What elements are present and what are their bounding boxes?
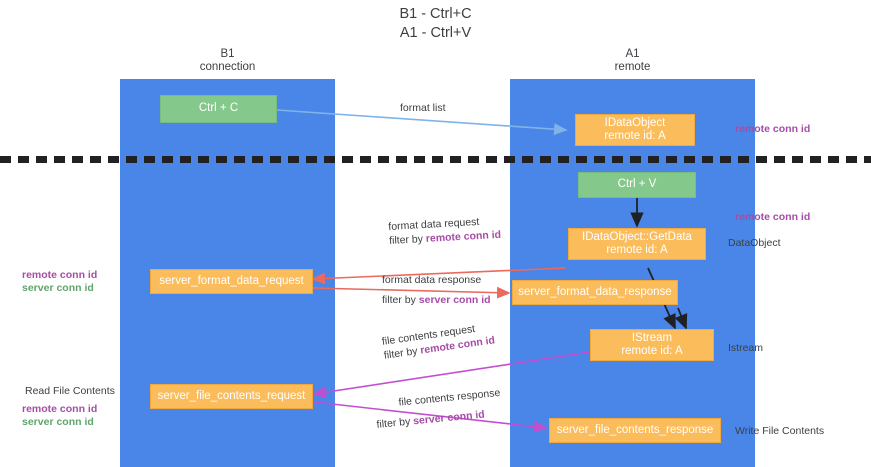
node-server-file-contents-request-label: server_file_contents_request — [157, 389, 306, 402]
annotation-server-conn-id-1: server conn id — [22, 282, 94, 294]
edge-label-file-contents-request: file contents request filter by remote c… — [381, 319, 496, 362]
annotation-istream: Istream — [728, 342, 764, 354]
right-lane-title-line-2: remote — [614, 61, 651, 73]
node-server-file-contents-request[interactable]: server_file_contents_request — [150, 384, 313, 409]
annotation-remote-conn-id-mid: remote conn id — [735, 211, 811, 223]
filter-key-remote-conn-id: remote conn id — [425, 228, 502, 245]
annotation-remote-conn-id-top: remote conn id — [735, 123, 811, 135]
annotation-server-conn-id-2: server conn id — [22, 416, 94, 428]
page-title-line-2: A1 - Ctrl+V — [399, 25, 472, 41]
node-istream-line-2: remote id: A — [621, 345, 683, 357]
edge-label-file-contents-response-filter: filter by server conn id — [376, 406, 503, 432]
node-server-file-contents-response[interactable]: server_file_contents_response — [549, 418, 721, 443]
edge-label-format-list: format list — [400, 102, 446, 114]
node-istream-line-1: IStream — [631, 331, 673, 344]
node-ctrl-v-label: Ctrl + V — [617, 178, 657, 191]
annotation-dataobject: DataObject — [728, 237, 781, 249]
edge-label-format-data-request: format data request filter by remote con… — [388, 214, 501, 248]
left-lane-title-line-2: connection — [199, 61, 256, 73]
node-idataobject-line-2: remote id: A — [604, 130, 666, 142]
phase-divider — [0, 156, 871, 163]
edge-label-format-data-response-main: format data response — [382, 274, 482, 286]
filter-prefix: filter by — [382, 294, 419, 306]
node-getdata-line-2: remote id: A — [606, 244, 668, 256]
node-ctrl-v[interactable]: Ctrl + V — [578, 172, 696, 198]
node-ctrl-c-label: Ctrl + C — [198, 102, 239, 115]
filter-key-server-conn-id: server conn id — [418, 294, 491, 306]
right-lane-title-line-1: A1 — [625, 48, 640, 60]
filter-key-server-conn-id: server conn id — [412, 408, 486, 428]
right-lane-title: A1 remote — [510, 48, 755, 74]
edge-label-format-data-response-filter: filter by server conn id — [382, 293, 491, 307]
node-server-format-data-response-label: server_format_data_response — [518, 285, 672, 298]
node-istream[interactable]: IStream remote id: A — [590, 329, 714, 361]
node-server-format-data-request[interactable]: server_format_data_request — [150, 269, 313, 294]
annotation-write-file-contents: Write File Contents — [735, 425, 825, 437]
node-server-format-data-response[interactable]: server_format_data_response — [512, 280, 678, 305]
node-idataobject[interactable]: IDataObject remote id: A — [575, 114, 695, 146]
edge-label-format-data-response: format data response filter by server co… — [382, 273, 491, 307]
node-getdata[interactable]: IDataObject::GetData remote id: A — [568, 228, 706, 260]
left-lane-title: B1 connection — [120, 48, 335, 74]
annotation-remote-conn-id-1: remote conn id — [22, 269, 98, 281]
node-server-file-contents-response-label: server_file_contents_response — [556, 423, 714, 436]
page-title: B1 - Ctrl+C A1 - Ctrl+V — [0, 5, 871, 43]
node-ctrl-c[interactable]: Ctrl + C — [160, 95, 277, 123]
node-idataobject-line-1: IDataObject — [604, 116, 666, 129]
left-lane-title-line-1: B1 — [220, 48, 235, 60]
annotation-read-file-contents: Read File Contents — [25, 385, 115, 397]
filter-prefix: filter by — [376, 415, 414, 431]
edge-label-file-contents-response-main: file contents response — [397, 386, 501, 409]
filter-prefix: filter by — [388, 232, 427, 247]
page-title-line-1: B1 - Ctrl+C — [399, 6, 472, 22]
annotation-remote-conn-id-2: remote conn id — [22, 403, 98, 415]
node-server-format-data-request-label: server_format_data_request — [159, 274, 304, 287]
filter-prefix: filter by — [383, 344, 422, 362]
edge-label-file-contents-response: file contents response filter by server … — [374, 386, 503, 432]
node-getdata-line-1: IDataObject::GetData — [582, 230, 692, 243]
